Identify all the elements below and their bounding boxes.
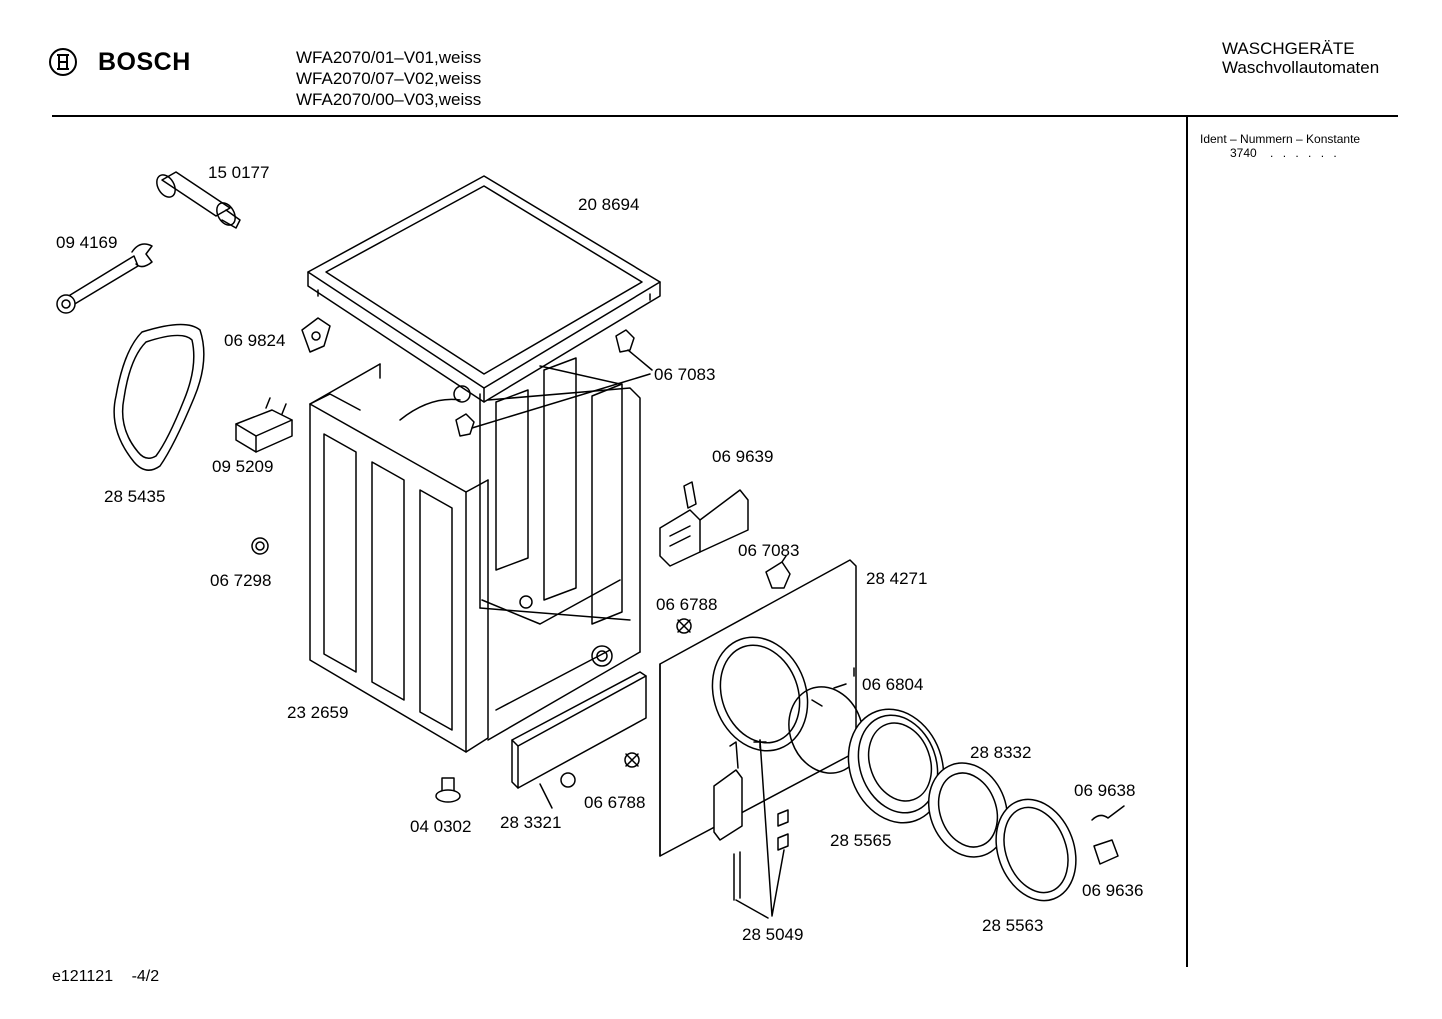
- part-label: 23 2659: [287, 703, 348, 722]
- part-label: 06 9824: [224, 331, 285, 350]
- header-divider: [52, 115, 1398, 117]
- model-list: WFA2070/01–V01,weiss WFA2070/07–V02,weis…: [296, 47, 481, 110]
- cabinet-housing[interactable]: [309, 357, 641, 753]
- part-label: 28 4271: [866, 569, 927, 588]
- screw-066788-bottom[interactable]: [624, 752, 640, 768]
- category-title: WASCHGERÄTE Waschvollautomaten: [1222, 39, 1379, 77]
- part-label: 06 6804: [862, 675, 923, 694]
- part-label: 28 5435: [104, 487, 165, 506]
- screw-066788-top[interactable]: [676, 618, 692, 634]
- category-line: WASCHGERÄTE: [1222, 39, 1355, 58]
- model-line: WFA2070/07–V02,weiss: [296, 69, 482, 88]
- sensor-part[interactable]: [153, 171, 241, 229]
- clip-069824[interactable]: [301, 317, 331, 353]
- part-label: 06 9638: [1074, 781, 1135, 800]
- knob-067083[interactable]: [765, 555, 791, 589]
- category-subline: Waschvollautomaten: [1222, 58, 1380, 77]
- model-line: WFA2070/00–V03,weiss: [296, 90, 482, 109]
- front-panel[interactable]: [659, 559, 857, 857]
- ident-dots: . . . . . .: [1270, 146, 1340, 160]
- base-strip[interactable]: [511, 671, 647, 809]
- door-frame-inner[interactable]: [833, 696, 959, 836]
- part-label: 06 6788: [584, 793, 645, 812]
- part-label: 09 5209: [212, 457, 273, 476]
- part-label: 04 0302: [410, 817, 471, 836]
- hinge-parts[interactable]: [713, 739, 789, 919]
- ident-value: 3740: [1230, 146, 1257, 160]
- part-label: 28 3321: [500, 813, 561, 832]
- part-label: 06 9636: [1082, 881, 1143, 900]
- foot-040302[interactable]: [435, 777, 461, 803]
- brand-name: BOSCH: [98, 47, 191, 76]
- door-outer-ring[interactable]: [983, 788, 1090, 912]
- nut-067298[interactable]: [251, 537, 269, 555]
- part-label: 09 4169: [56, 233, 117, 252]
- side-divider: [1186, 117, 1188, 967]
- part-labels: 15 0177 20 8694 09 4169 06 9824 06 7083 …: [56, 163, 1143, 944]
- part-label: 28 5049: [742, 925, 803, 944]
- clamp-wire[interactable]: [777, 676, 875, 783]
- spring-069638[interactable]: [1091, 805, 1125, 821]
- door-handle[interactable]: [1093, 839, 1119, 865]
- door-lock[interactable]: [659, 481, 749, 567]
- seal-ring[interactable]: [113, 323, 205, 471]
- doc-id: e121121: [52, 968, 114, 985]
- part-label: 06 9639: [712, 447, 773, 466]
- part-label: 28 5565: [830, 831, 891, 850]
- part-label: 28 8332: [970, 743, 1031, 762]
- model-line: WFA2070/01–V01,weiss: [296, 48, 482, 67]
- bracket-095209[interactable]: [235, 397, 293, 453]
- part-label: 06 7083: [654, 365, 715, 384]
- part-label: 20 8694: [578, 195, 639, 214]
- footer: e121121 -4/2: [52, 968, 159, 986]
- ident-value-row: 3740 . . . . . .: [1230, 146, 1340, 160]
- top-cover[interactable]: [307, 175, 661, 403]
- brand-header: BOSCH: [48, 44, 191, 80]
- bosch-armature-icon: [49, 48, 77, 76]
- part-label: 06 7083: [738, 541, 799, 560]
- ident-label: Ident – Nummern – Konstante: [1200, 132, 1361, 146]
- part-label: 28 5563: [982, 916, 1043, 935]
- part-label: 06 7298: [210, 571, 271, 590]
- part-label: 15 0177: [208, 163, 269, 182]
- door-glass-ring[interactable]: [916, 752, 1020, 868]
- page-number: -4/2: [131, 968, 160, 985]
- wrench-tool[interactable]: [56, 243, 153, 314]
- part-label: 06 6788: [656, 595, 717, 614]
- clip-067083-top[interactable]: [455, 329, 653, 437]
